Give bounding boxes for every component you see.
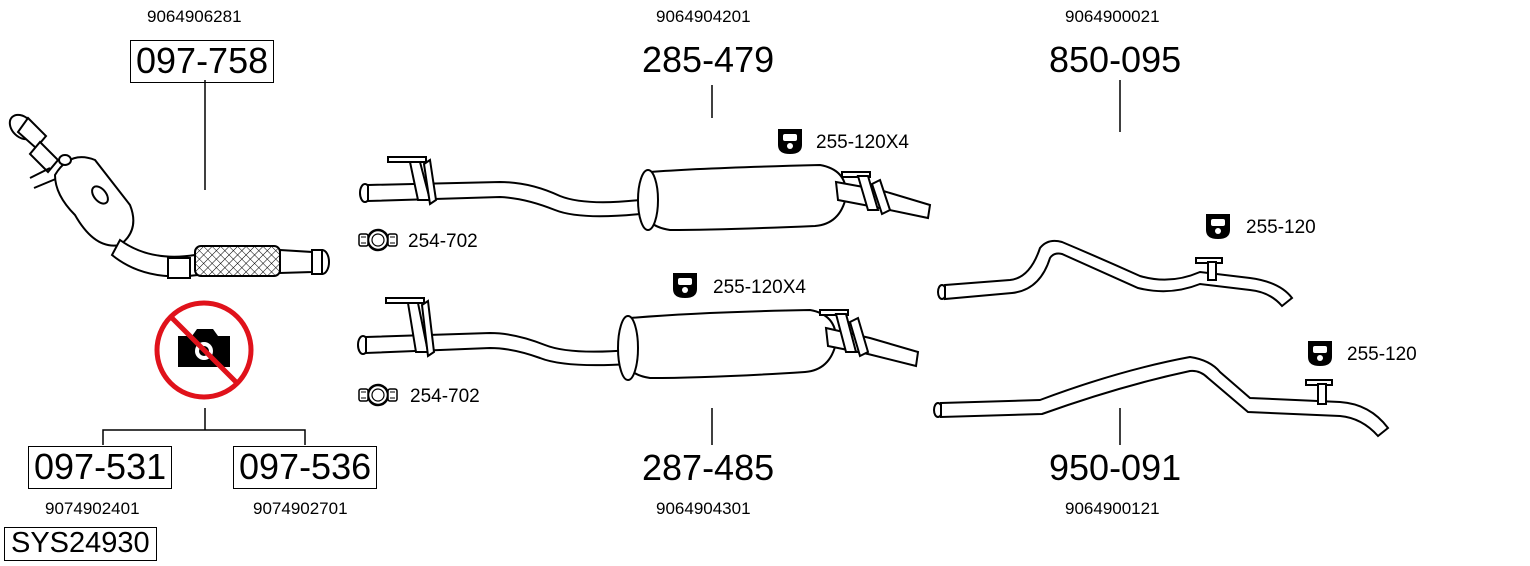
oem-number: 9064906281 — [147, 7, 242, 26]
accessory-label[interactable]: 254-702 — [410, 386, 480, 407]
middle-silencer-drawing — [357, 297, 920, 381]
oem-number: 9064904201 — [656, 7, 751, 26]
leader-lines — [102, 80, 1121, 445]
oem-number: 9074902401 — [45, 499, 140, 518]
pipe-clamp-icon — [357, 383, 399, 407]
system-code: SYS24930 — [4, 527, 157, 561]
front-silencer-drawing — [359, 156, 932, 232]
rubber-mount-icon — [1308, 341, 1332, 366]
accessory-label[interactable]: 255-120 — [1347, 344, 1417, 365]
oem-number: 9074902701 — [253, 499, 348, 518]
accessory-label[interactable]: 255-120X4 — [816, 132, 909, 153]
tailpipe-top-drawing — [937, 239, 1294, 308]
part-number[interactable]: 097-758 — [130, 40, 275, 83]
rubber-mount-icon — [673, 273, 697, 298]
oem-number: 9064904301 — [656, 499, 751, 518]
part-number[interactable]: 097-536 — [233, 446, 378, 489]
no-camera-icon — [154, 300, 254, 400]
part-number[interactable]: 097-531 — [28, 446, 173, 489]
accessory-label[interactable]: 254-702 — [408, 231, 478, 252]
pipe-clamp-icon — [357, 228, 399, 252]
part-number[interactable]: 287-485 — [642, 447, 775, 488]
part-number[interactable]: 285-479 — [642, 39, 775, 80]
part-number[interactable]: 850-095 — [1049, 39, 1182, 80]
catalyst-part-drawing — [8, 113, 330, 279]
rubber-mount-icon — [778, 129, 802, 154]
tailpipe-bottom-drawing — [933, 355, 1390, 438]
oem-number: 9064900121 — [1065, 499, 1160, 518]
part-number[interactable]: 950-091 — [1049, 447, 1182, 488]
rubber-mount-icon — [1206, 214, 1230, 239]
accessory-label[interactable]: 255-120 — [1246, 217, 1316, 238]
accessory-label[interactable]: 255-120X4 — [713, 277, 806, 298]
oem-number: 9064900021 — [1065, 7, 1160, 26]
